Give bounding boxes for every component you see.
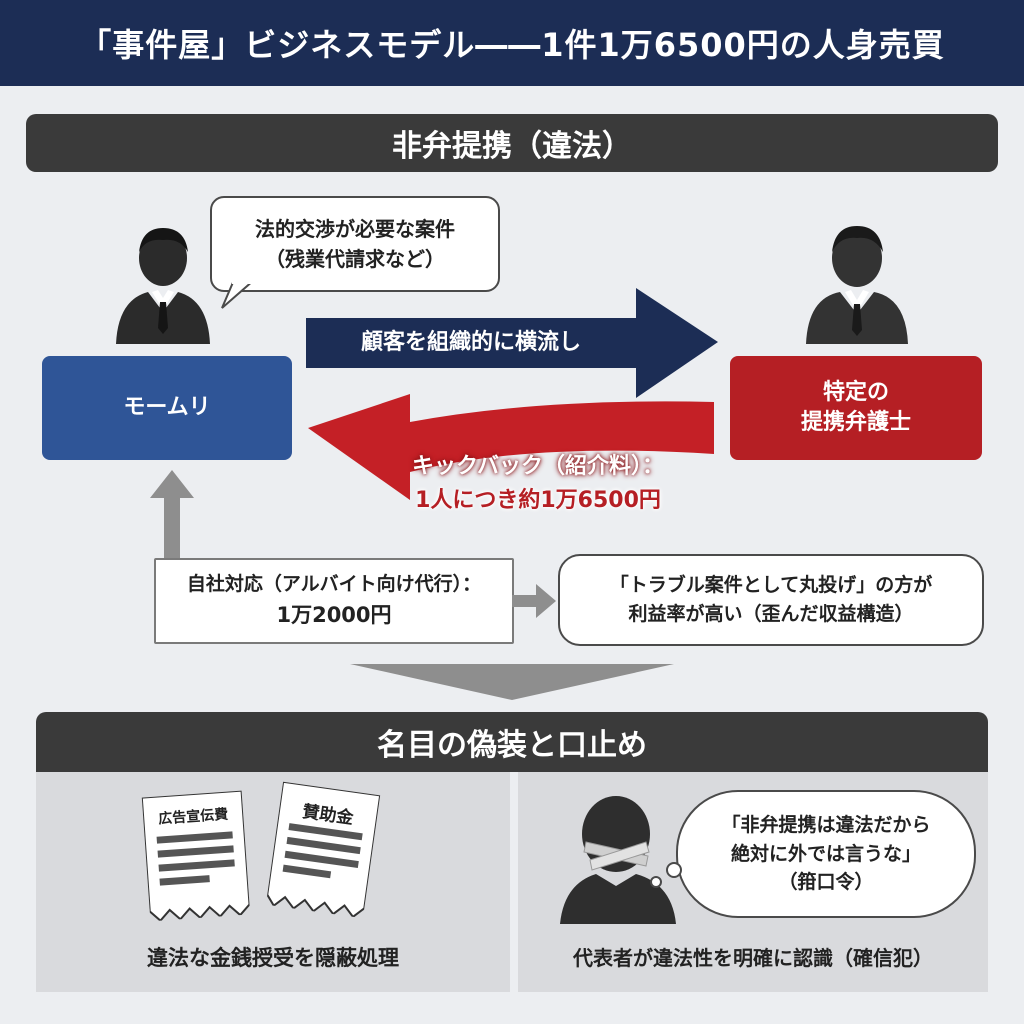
gag-quote-line2: 絶対に外では言うな」: [730, 842, 921, 865]
silenced-person-icon: [560, 796, 676, 924]
thought-dots: [650, 862, 682, 888]
momuri-box: モームリ: [42, 356, 292, 460]
partner-lawyer-line1: 特定の: [822, 380, 889, 406]
case-type-speech-bubble: 法的交渉が必要な案件 （残業代請求など）: [210, 196, 500, 292]
profit-structure-line2: 利益率が高い（歪んだ収益構造）: [628, 603, 914, 625]
disguise-caption: 違法な金銭授受を隠蔽処理: [147, 946, 399, 970]
kickback-arrow: [308, 394, 714, 500]
gag-quote-line1: 「非弁提携は違法だから: [721, 814, 931, 837]
receipt-donation: 賛助金: [266, 781, 381, 919]
gag-quote-line3: （箝口令）: [778, 871, 874, 894]
section-title-disguise: 名目の偽装と口止め: [36, 712, 988, 772]
profit-structure-bubble: 「トラブル案件として丸投げ」の方が 利益率が高い（歪んだ収益構造）: [558, 554, 984, 646]
partner-lawyer-box: 特定の 提携弁護士: [730, 356, 982, 460]
case-type-line1: 法的交渉が必要な案件: [255, 217, 455, 241]
gag-order-quote-bubble: 「非弁提携は違法だから 絶対に外では言うな」 （箝口令）: [676, 790, 976, 918]
case-type-line2: （残業代請求など）: [265, 247, 445, 271]
forward-arrow: [306, 288, 718, 398]
kickback-line1: キックバック（紹介料）：: [412, 454, 664, 479]
up-arrow: [150, 470, 194, 562]
down-chevron-arrow: [350, 664, 674, 700]
partner-lawyer-line2: 提携弁護士: [800, 410, 911, 435]
person-icon-right: [806, 226, 908, 344]
in-house-line2: 1万2000円: [276, 603, 392, 628]
in-house-line1: 自社対応（アルバイト向け代行）：: [186, 573, 482, 595]
small-right-arrow: [512, 584, 556, 618]
kickback-line2: 1人につき約1万6500円: [415, 488, 661, 514]
receipt-donation-icon: [266, 781, 381, 919]
page-title: 「事件屋」ビジネスモデル――1件1万6500円の人身売買: [0, 0, 1024, 86]
momuri-label: モームリ: [123, 395, 211, 421]
forward-arrow-label: 顧客を組織的に横流し: [360, 330, 581, 355]
section-title-illegal-tieup: 非弁提携（違法）: [26, 114, 998, 172]
profit-structure-line1: 「トラブル案件として丸投げ」の方が: [609, 573, 933, 596]
gag-order-caption: 代表者が違法性を明確に認識（確信犯）: [573, 946, 933, 970]
receipt-advertising: 広告宣伝費: [141, 790, 251, 922]
in-house-box: 自社対応（アルバイト向け代行）： 1万2000円: [154, 558, 514, 644]
person-icon-left: [116, 228, 210, 344]
speech-bubble-tail: [221, 280, 256, 309]
kickback-label: キックバック（紹介料）： 1人につき約1万6500円: [348, 450, 728, 518]
receipt-advertising-icon: [141, 790, 251, 922]
